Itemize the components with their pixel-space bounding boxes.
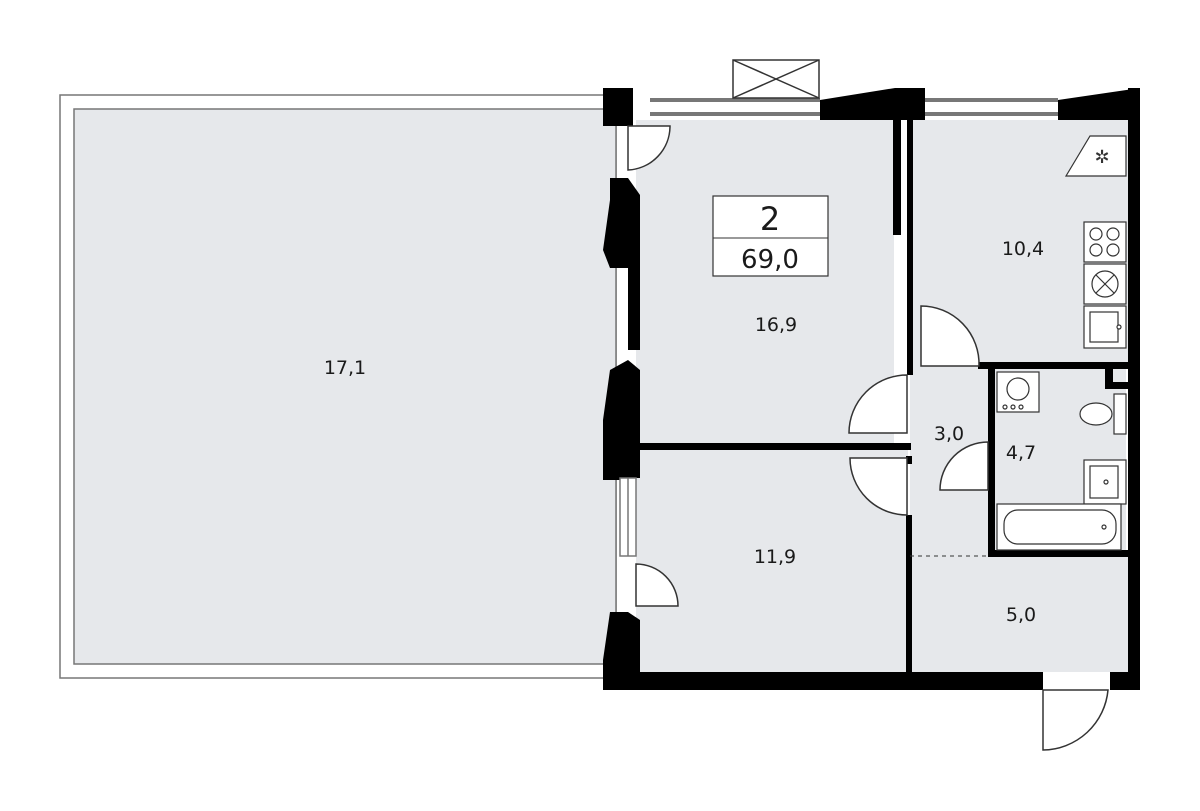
walls <box>603 88 1140 690</box>
bathroom-fixtures <box>996 371 1127 551</box>
entrance-area-label: 5,0 <box>1006 604 1036 626</box>
hall-area-label: 3,0 <box>934 423 964 445</box>
kitchen-area-label: 10,4 <box>1002 238 1044 260</box>
living-area-label: 16,9 <box>755 314 797 336</box>
bathroom-area-label: 4,7 <box>1006 442 1036 464</box>
terrace-area-label: 17,1 <box>324 357 366 379</box>
doors <box>627 125 1109 751</box>
stove-icon <box>1083 221 1127 263</box>
terrace <box>59 94 617 679</box>
left-window <box>619 477 637 557</box>
kitchen-fixtures: ✲ <box>1064 135 1127 349</box>
total-area: 69,0 <box>741 245 799 275</box>
svg-text:✲: ✲ <box>1094 147 1109 168</box>
bedroom-area-label: 11,9 <box>754 546 796 568</box>
apartment-badge: 2 69,0 <box>712 195 829 277</box>
living-room <box>636 120 894 446</box>
room-count: 2 <box>760 200 780 238</box>
room-labels: 17,1 16,9 10,4 3,0 4,7 11,9 5,0 <box>324 238 1044 626</box>
toilet-icon <box>1113 393 1127 435</box>
boiler-icon <box>1064 135 1127 177</box>
vent-box <box>732 59 820 99</box>
entrance <box>910 556 1128 672</box>
